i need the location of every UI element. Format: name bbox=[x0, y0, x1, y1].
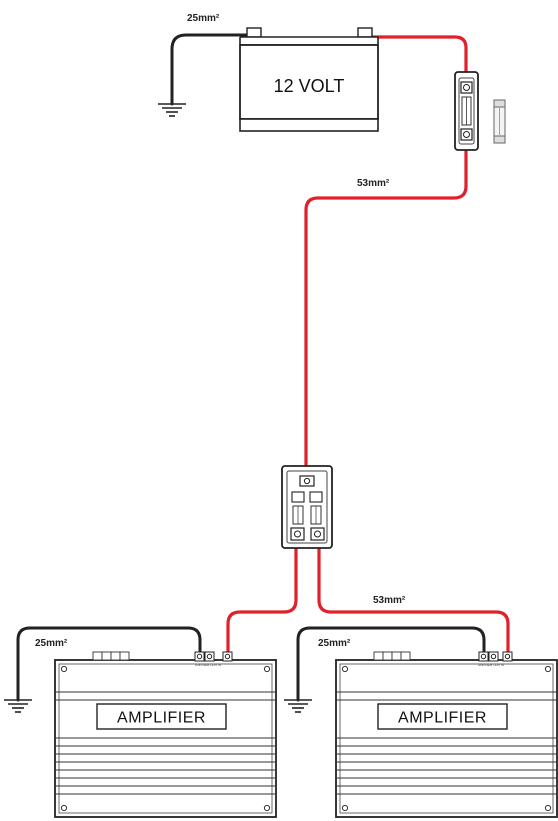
ground-wires bbox=[16, 33, 486, 702]
battery-bottom-band bbox=[239, 118, 379, 132]
amp2-label: AMPLIFIER bbox=[398, 710, 487, 727]
battery-positive-terminal bbox=[357, 27, 373, 38]
distribution-fuse-block bbox=[281, 465, 333, 549]
amplifier-2: GND REM +12V IN AMPLIFIER bbox=[335, 651, 558, 818]
battery-label: 12 VOLT bbox=[274, 76, 345, 96]
amp2-ground-wire-label: 25mm² bbox=[318, 638, 351, 649]
distribution-to-amp1-wire bbox=[226, 546, 298, 654]
amp2-heatsink-fins bbox=[336, 691, 557, 795]
amp1-input-connectors bbox=[92, 651, 130, 661]
amp1-heatsink-fins bbox=[55, 691, 276, 795]
amp2-power-terminals bbox=[478, 651, 513, 662]
amp2-terminal-marking: GND REM +12V IN bbox=[478, 663, 504, 667]
amp1-nameplate bbox=[96, 703, 227, 730]
amp1-ground-wire-label: 25mm² bbox=[35, 638, 68, 649]
distribution-to-amp2-wire bbox=[317, 546, 510, 654]
amp1-ground-wire bbox=[16, 626, 202, 702]
battery-negative-terminal bbox=[246, 27, 262, 38]
main-fuse-holder bbox=[454, 71, 479, 151]
battery-ground-wire bbox=[170, 33, 250, 106]
battery-to-fuse-wire bbox=[370, 35, 468, 74]
main-power-wire-label: 53mm² bbox=[357, 178, 390, 189]
battery-top-lid bbox=[239, 36, 379, 46]
amp1-power-terminals bbox=[194, 651, 233, 662]
amp2-nameplate bbox=[377, 703, 508, 730]
amp1-ground-symbol bbox=[4, 699, 32, 713]
amp1-label: AMPLIFIER bbox=[117, 710, 206, 727]
spare-fuse-icon bbox=[493, 99, 506, 144]
amp-feed-wire-label: 53mm² bbox=[373, 595, 406, 606]
main-power-wire bbox=[304, 148, 468, 482]
battery-body bbox=[239, 44, 379, 120]
amplifier-1: GND REM +12V IN AMPLIFIER bbox=[54, 651, 277, 818]
amp2-input-connectors bbox=[373, 651, 411, 661]
amp2-ground-symbol bbox=[284, 699, 312, 713]
amp2-ground-wire bbox=[296, 626, 486, 702]
battery-ground-wire-label: 25mm² bbox=[187, 13, 220, 24]
amp1-terminal-marking: GND REM +12V IN bbox=[195, 663, 221, 667]
battery: 12 VOLT bbox=[239, 27, 379, 132]
power-wires bbox=[226, 35, 510, 654]
battery-ground-symbol bbox=[158, 103, 186, 117]
